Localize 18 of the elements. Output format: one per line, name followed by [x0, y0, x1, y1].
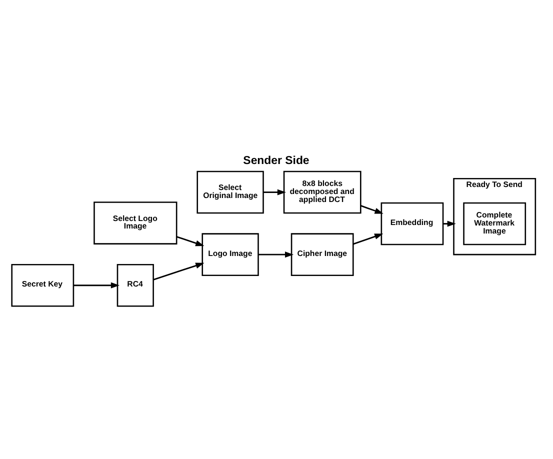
arrow [263, 189, 286, 196]
arrow [360, 205, 384, 214]
arrow [176, 236, 204, 246]
diagram-title: Sender Side [243, 155, 310, 168]
node-box: Logo Image [202, 233, 259, 276]
node-box: Secret Key [11, 264, 74, 307]
node-box: Select Original Image [196, 170, 264, 214]
node-box: 8x8 blocks decomposed and applied DCT [283, 170, 362, 214]
arrow [353, 234, 384, 245]
node-box: Cipher Image [290, 233, 354, 276]
node-box: Select Logo Image [94, 202, 178, 244]
node-box: RC4 [116, 264, 154, 307]
arrow [153, 262, 204, 280]
arrow [443, 220, 456, 227]
arrow [74, 282, 120, 288]
arrow [258, 252, 294, 258]
node-box: Embedding [380, 202, 444, 246]
node-box: Complete Watermark Image [463, 202, 526, 246]
